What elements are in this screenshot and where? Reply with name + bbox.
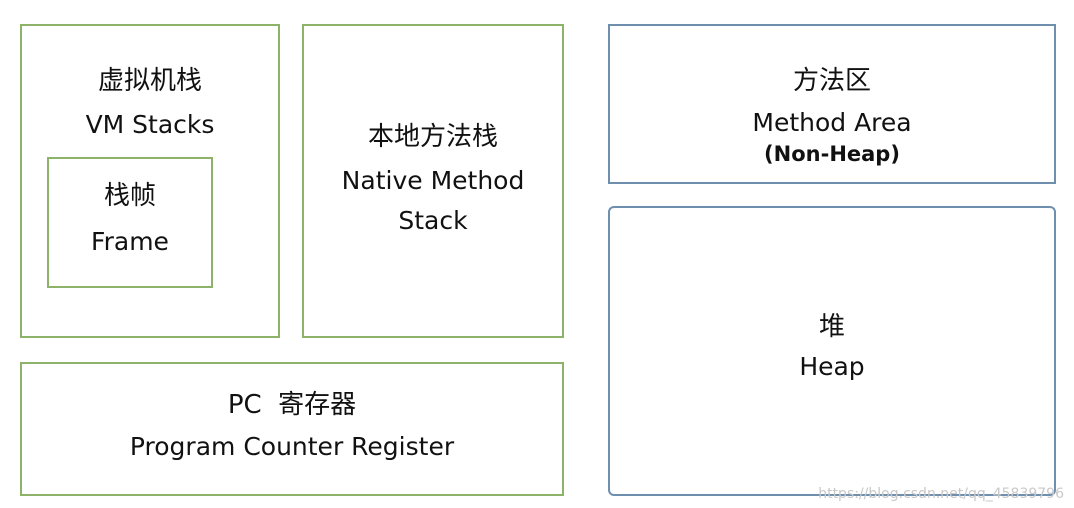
method-area-zh-label: 方法区: [792, 66, 871, 96]
frame-box: 栈帧 Frame: [47, 157, 213, 288]
vm-stacks-en-label: VM Stacks: [85, 110, 215, 139]
heap-zh-label: 堆: [818, 312, 845, 342]
frame-zh-label: 栈帧: [103, 181, 156, 211]
heap-en-label: Heap: [799, 352, 865, 381]
method-area-en-label: Method Area: [752, 108, 912, 137]
pc-register-box: PC 寄存器 Program Counter Register: [20, 362, 564, 496]
pc-register-en-label: Program Counter Register: [129, 432, 455, 461]
native-method-stack-en-label-line1: Native Method: [341, 166, 525, 195]
method-area-note-label: (Non-Heap): [764, 142, 900, 166]
heap-box: 堆 Heap: [608, 206, 1056, 496]
watermark-text: https://blog.csdn.net/qq_45839796: [818, 486, 1064, 502]
native-method-stack-box: 本地方法栈 Native Method Stack: [302, 24, 564, 338]
native-method-stack-en-label-line2: Stack: [398, 206, 468, 235]
vm-stacks-zh-label: 虚拟机栈: [97, 66, 202, 96]
pc-register-zh-label: PC 寄存器: [227, 390, 357, 420]
method-area-box: 方法区 Method Area (Non-Heap): [608, 24, 1056, 184]
frame-en-label: Frame: [91, 227, 169, 256]
native-method-stack-zh-label: 本地方法栈: [367, 122, 498, 152]
